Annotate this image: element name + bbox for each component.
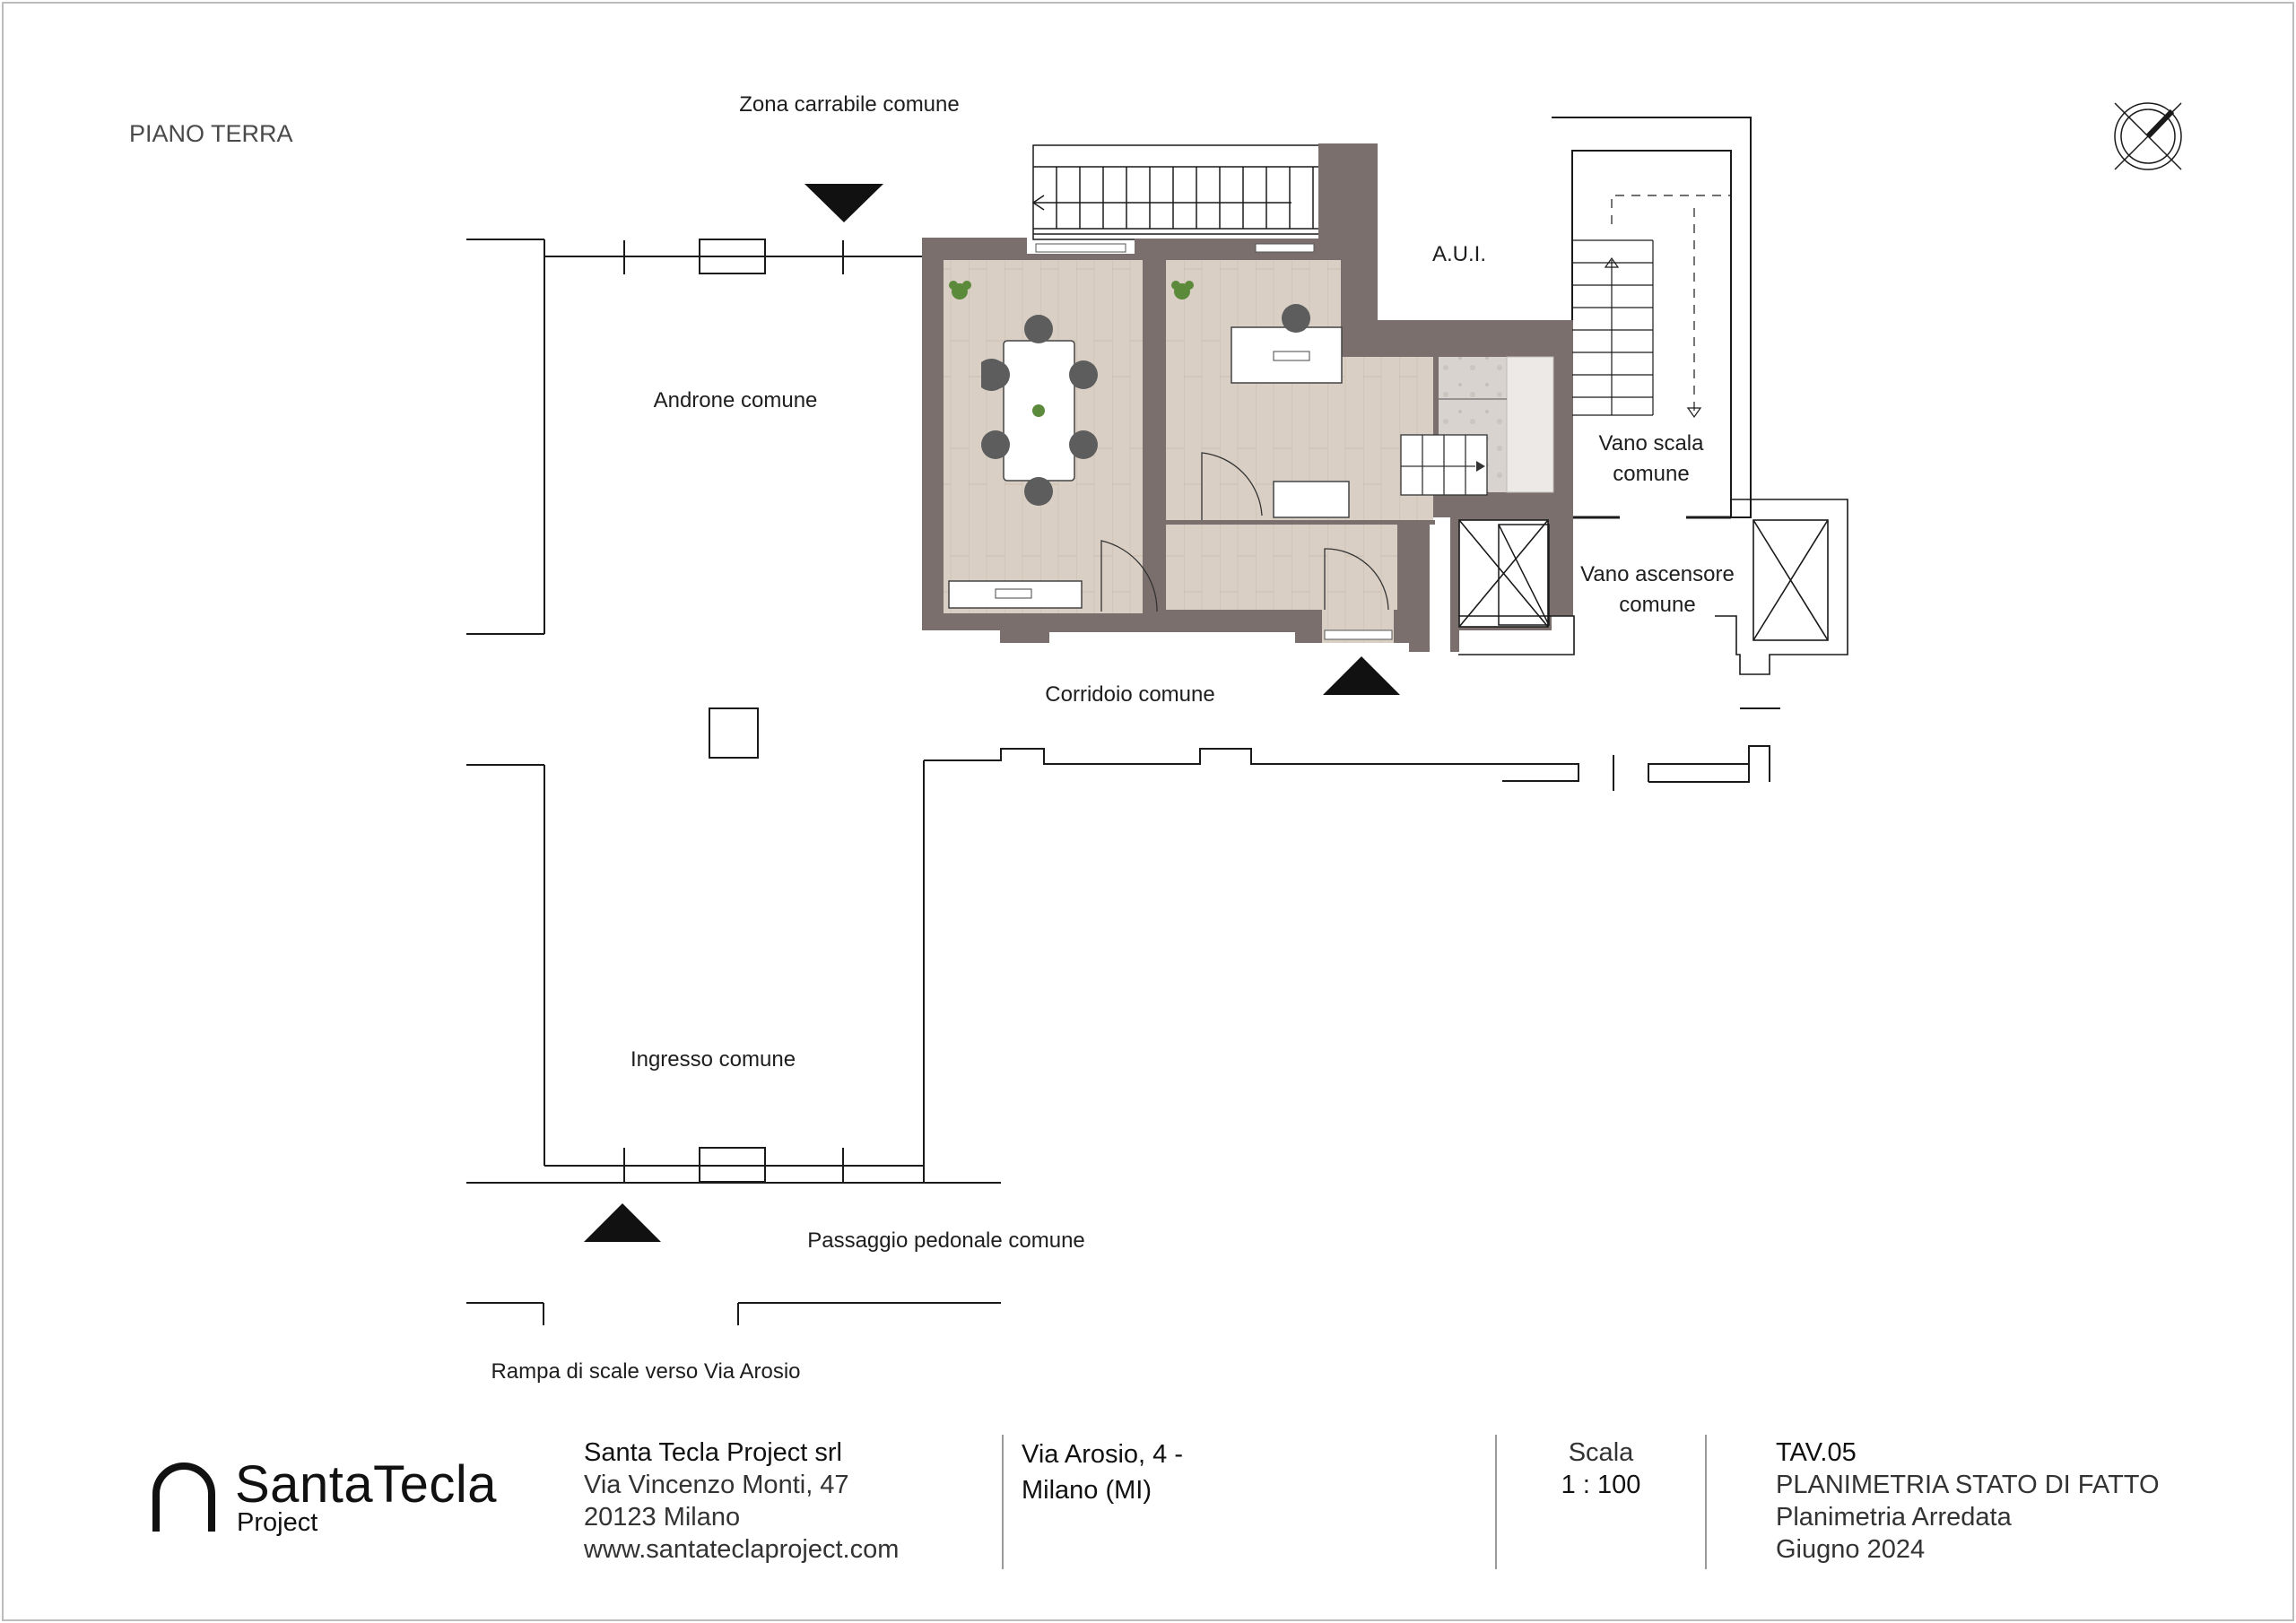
stairwell [1552,117,1752,519]
sheet-date: Giugno 2024 [1776,1535,1926,1564]
label-corridoio: Corridoio comune [1045,682,1215,707]
site-address-1: Via Arosio, 4 - [1022,1440,1184,1469]
lift-shafts [1450,499,1848,675]
entrance-marker-corridor [1323,656,1400,695]
separator-3 [1705,1435,1707,1569]
label-ingresso: Ingresso comune [630,1047,796,1072]
separator-2 [1495,1435,1497,1569]
scale-value: 1 : 100 [1561,1471,1641,1499]
sheet-subtitle: Planimetria Arredata [1776,1503,2012,1532]
label-vano-ascensore-1: Vano ascensore [1580,562,1735,586]
label-aui: A.U.I. [1431,242,1487,266]
entrance-marker-top [804,184,883,222]
label-vano-scala-2: comune [1613,462,1690,486]
sheet-block: TAV.05 PLANIMETRIA STATO DI FATTO Planim… [1776,1436,2160,1566]
label-vano-scala-1: Vano scala [1598,431,1704,456]
entrance-marker-bottom [584,1203,661,1242]
site-address-2: Milano (MI) [1022,1476,1152,1505]
external-stair [1031,144,1344,240]
label-zona-carrabile: Zona carrabile comune [739,92,960,117]
company-website: www.santateclaproject.com [584,1535,900,1564]
north-arrow-icon [2114,102,2182,170]
label-androne: Androne comune [653,388,818,412]
company-address-2: 20123 Milano [584,1503,741,1532]
company-name: Santa Tecla Project srl [584,1438,842,1467]
label-vano-ascensore-2: comune [1619,593,1696,617]
label-passaggio: Passaggio pedonale comune [807,1228,1085,1253]
common-area-lines [466,239,1780,1325]
logo-name: SantaTecla [235,1455,497,1514]
site-block: Via Arosio, 4 - Milano (MI) [1022,1436,1183,1508]
company-address-1: Via Vincenzo Monti, 47 [584,1471,849,1499]
scale-block: Scala 1 : 100 [1525,1436,1677,1501]
label-rampa: Rampa di scale verso Via Arosio [491,1359,801,1384]
separator-1 [1002,1435,1004,1569]
company-block: Santa Tecla Project srl Via Vincenzo Mon… [584,1436,899,1566]
sheet-title: PLANIMETRIA STATO DI FATTO [1776,1471,2160,1499]
floor-label: PIANO TERRA [129,120,293,147]
sheet-code: TAV.05 [1776,1438,1857,1467]
scale-label: Scala [1568,1438,1634,1467]
logo-arch-icon [152,1462,215,1532]
logo-sub: Project [237,1508,318,1537]
apartment [922,143,1573,652]
